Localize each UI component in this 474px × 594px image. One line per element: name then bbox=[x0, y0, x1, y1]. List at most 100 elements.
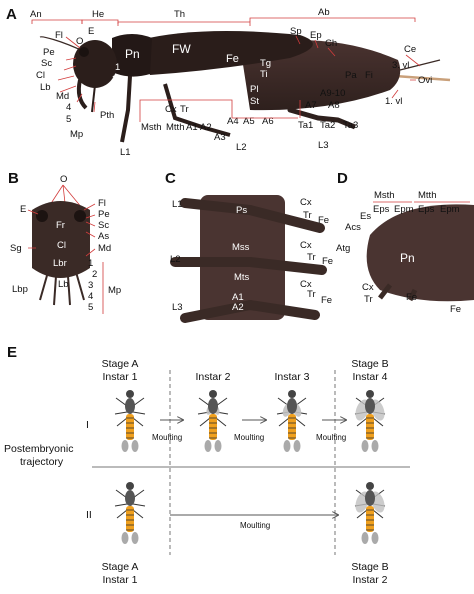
c-label-fe2: Fe bbox=[322, 256, 333, 267]
label-sc: Sc bbox=[41, 58, 52, 69]
label-tr: Tr bbox=[180, 104, 189, 115]
label-fw: FW bbox=[172, 42, 191, 56]
panel-a-label: A bbox=[6, 6, 17, 23]
e-row-i: I bbox=[86, 419, 89, 431]
pronotum bbox=[112, 34, 152, 77]
label-mp: Mp bbox=[70, 129, 83, 140]
label-3vl: 3. vl bbox=[392, 60, 409, 71]
b-label-5: 5 bbox=[88, 302, 93, 313]
d-label-pn: Pn bbox=[400, 251, 415, 265]
e-insect-instar2 bbox=[197, 390, 229, 452]
c-label-cx3: Cx bbox=[300, 279, 312, 290]
label-l3: L3 bbox=[318, 140, 329, 151]
c-label-l3: L3 bbox=[172, 302, 183, 313]
e-stage-a-bottom-line1: Stage A bbox=[102, 561, 139, 573]
cercus bbox=[399, 59, 441, 71]
e-stage-b-line1: Stage B bbox=[351, 358, 388, 370]
d-label-epm2: Epm bbox=[440, 204, 460, 215]
b-label-o: O bbox=[60, 174, 67, 185]
mouthparts bbox=[76, 79, 88, 110]
b-label-2: 2 bbox=[92, 269, 97, 280]
bracket-head bbox=[81, 19, 119, 24]
mid-leg bbox=[163, 83, 231, 137]
c-legs-right bbox=[245, 205, 327, 320]
c-label-fe1: Fe bbox=[318, 215, 329, 226]
label-ti: Ti bbox=[260, 69, 268, 80]
b-label-sg: Sg bbox=[10, 243, 22, 254]
label-ta1: Ta1 bbox=[298, 120, 313, 131]
label-pa: Pa bbox=[345, 70, 357, 81]
b-label-as: As bbox=[98, 231, 109, 242]
panel-c-thorax: L1 Ps Cx Tr Fe Mss Cx Tr Fe L2 Mts Cx Tr… bbox=[170, 195, 333, 323]
d-thorax-shape bbox=[366, 204, 474, 302]
label-lb: Lb bbox=[40, 82, 51, 93]
label-sp: Sp bbox=[290, 26, 302, 37]
d-label-fe1: Fe bbox=[406, 292, 417, 303]
d-label-es: Es bbox=[360, 211, 371, 222]
b-label-pe: Pe bbox=[98, 209, 110, 220]
b-label-sc: Sc bbox=[98, 220, 109, 231]
b-label-lbr: Lbr bbox=[53, 258, 67, 269]
b-eye-right bbox=[74, 210, 86, 222]
b-label-lbp: Lbp bbox=[12, 284, 28, 295]
label-a7: A7 bbox=[305, 100, 317, 111]
leaders-a-right bbox=[295, 35, 421, 99]
panel-a-cricket: An He Th Ab 1 2 3 Pn FW Fe Tg bbox=[30, 7, 451, 158]
bracket-thorax bbox=[117, 21, 251, 26]
d-leg-bases bbox=[378, 283, 418, 302]
label-md: Md bbox=[56, 91, 69, 102]
b-label-cl: Cl bbox=[57, 240, 66, 251]
bracket-antenna bbox=[31, 19, 83, 24]
label-fi: Fi bbox=[365, 70, 373, 81]
c-label-mss: Mss bbox=[232, 242, 250, 253]
c-label-a1: A1 bbox=[232, 292, 244, 303]
label-ep: Ep bbox=[310, 30, 322, 41]
panel-e-label: E bbox=[7, 344, 17, 361]
b-label-3: 3 bbox=[88, 280, 93, 291]
d-label-eps1: Eps bbox=[373, 204, 390, 215]
b-label-e: E bbox=[20, 204, 26, 215]
b-label-4: 4 bbox=[88, 291, 93, 302]
label-pe: Pe bbox=[43, 47, 55, 58]
e-trajectory-line1: Postembryonic bbox=[4, 443, 73, 455]
e-insect-instar4 bbox=[354, 390, 386, 452]
label-st: St bbox=[250, 96, 259, 107]
e-stage-b-line2: Instar 4 bbox=[352, 371, 387, 383]
maxillary-palp bbox=[91, 84, 96, 113]
front-leg bbox=[120, 75, 132, 143]
c-legs-left bbox=[170, 198, 255, 323]
e-row-ii: II bbox=[86, 509, 92, 521]
label-a6: A6 bbox=[262, 116, 274, 127]
e-instar2: Instar 2 bbox=[195, 371, 230, 383]
label-ovi: Ovi bbox=[418, 75, 432, 86]
label-5: 5 bbox=[66, 114, 71, 125]
label-pn: Pn bbox=[125, 47, 140, 61]
label-ce: Ce bbox=[404, 44, 416, 55]
region-ab: Ab bbox=[318, 7, 330, 18]
panel-b-label: B bbox=[8, 170, 19, 187]
leaders-a-bottom bbox=[139, 99, 301, 122]
label-e: E bbox=[88, 26, 94, 37]
c-label-l2: L2 bbox=[170, 254, 181, 265]
label-o: O bbox=[76, 36, 83, 47]
label-mtth: Mtth bbox=[166, 122, 184, 133]
e-stage-b-bottom-line1: Stage B bbox=[351, 561, 388, 573]
b-label-fr: Fr bbox=[56, 220, 65, 231]
c-label-tr3: Tr bbox=[307, 289, 316, 300]
label-l1: L1 bbox=[120, 147, 131, 158]
c-label-tr1: Tr bbox=[303, 210, 312, 221]
e-moult-long: Moulting bbox=[240, 521, 270, 530]
c-label-cx2: Cx bbox=[300, 240, 312, 251]
b-leaders bbox=[27, 203, 104, 314]
e-moult-2: Moulting bbox=[234, 433, 264, 442]
b-label-1: 1 bbox=[88, 258, 93, 269]
region-th: Th bbox=[174, 9, 185, 20]
d-label-fe2: Fe bbox=[450, 304, 461, 315]
panel-b-head: O Fr Cl Lbr E Fl Pe Sc As Sg Md 1 2 3 4 … bbox=[10, 174, 121, 314]
e-stage-a-bottom-line2: Instar 1 bbox=[102, 574, 137, 586]
b-head-shape bbox=[32, 201, 90, 278]
b-label-lb: Lb bbox=[58, 279, 69, 290]
d-label-acs: Acs bbox=[345, 222, 361, 233]
label-msth: Msth bbox=[141, 122, 162, 133]
c-label-fe3: Fe bbox=[321, 295, 332, 306]
